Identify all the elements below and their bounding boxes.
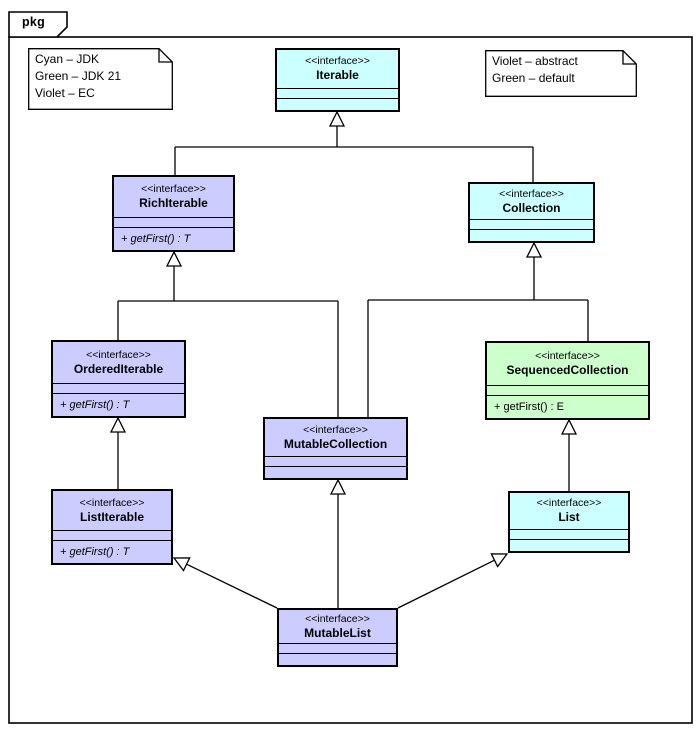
generalization-to-mutablecollection bbox=[329, 478, 347, 608]
attributes-compartment bbox=[279, 643, 396, 653]
legend-note-left: Cyan – JDK Green – JDK 21 Violet – EC bbox=[28, 48, 173, 110]
stereotype-label: <<interface>> bbox=[305, 612, 370, 625]
attributes-compartment bbox=[487, 385, 648, 395]
class-list: <<interface>> List bbox=[508, 491, 630, 553]
class-title: <<interface>> RichIterable bbox=[114, 177, 233, 217]
note-shape bbox=[485, 50, 637, 97]
class-title: <<interface>> Collection bbox=[470, 184, 593, 219]
generalization-to-orderediterable bbox=[109, 416, 127, 489]
method-label: + getFirst() : E bbox=[494, 401, 564, 413]
class-name: MutableCollection bbox=[283, 436, 388, 451]
methods-compartment bbox=[279, 653, 396, 665]
legend-text: Violet – abstract Green – default bbox=[492, 53, 578, 87]
generalization-to-sequencedcollection bbox=[560, 418, 578, 491]
class-sequencedcollection: <<interface>> SequencedCollection + getF… bbox=[485, 341, 650, 420]
stereotype-label: <<interface>> bbox=[141, 183, 206, 196]
methods-compartment bbox=[277, 98, 398, 110]
method-label: + getFirst() : T bbox=[121, 233, 191, 245]
class-title: <<interface>> ListIterable bbox=[53, 491, 171, 530]
class-collection: <<interface>> Collection bbox=[468, 182, 595, 243]
class-name: SequencedCollection bbox=[506, 363, 629, 378]
legend-line: Violet – abstract bbox=[492, 54, 578, 68]
stereotype-label: <<interface>> bbox=[86, 348, 151, 361]
stereotype-label: <<interface>> bbox=[535, 350, 600, 363]
methods-compartment bbox=[470, 229, 593, 241]
generalization-to-collection bbox=[367, 241, 589, 417]
methods-compartment: + getFirst() : T bbox=[114, 227, 233, 250]
stereotype-label: <<interface>> bbox=[79, 496, 145, 509]
class-title: <<interface>> SequencedCollection bbox=[487, 343, 648, 385]
methods-compartment: + getFirst() : T bbox=[53, 393, 184, 416]
stereotype-label: <<interface>> bbox=[536, 497, 602, 510]
generalization-to-iterable bbox=[174, 110, 534, 182]
legend-line: Cyan – JDK bbox=[35, 52, 100, 66]
legend-line: Violet – EC bbox=[35, 86, 95, 100]
attributes-compartment bbox=[114, 217, 233, 227]
package-tab-label: pkg bbox=[22, 15, 46, 29]
generalization-to-listiterable bbox=[172, 557, 278, 609]
class-mutablelist: <<interface>> MutableList bbox=[277, 608, 398, 667]
stereotype-label: <<interface>> bbox=[303, 423, 368, 436]
class-richiterable: <<interface>> RichIterable + getFirst() … bbox=[112, 175, 235, 252]
generalization-to-list bbox=[397, 553, 509, 609]
method-label: + getFirst() : T bbox=[60, 399, 130, 411]
class-orderediterable: <<interface>> OrderedIterable + getFirst… bbox=[51, 340, 186, 418]
stereotype-label: <<interface>> bbox=[305, 55, 370, 68]
class-name: List bbox=[558, 510, 580, 525]
legend-text: Cyan – JDK Green – JDK 21 Violet – EC bbox=[35, 51, 121, 102]
class-name: OrderedIterable bbox=[73, 361, 164, 376]
attributes-compartment bbox=[277, 88, 398, 98]
legend-line: Green – JDK 21 bbox=[35, 69, 122, 83]
class-title: <<interface>> List bbox=[510, 493, 628, 529]
attributes-compartment bbox=[265, 456, 406, 466]
stereotype-label: <<interface>> bbox=[499, 187, 564, 200]
package-frame bbox=[8, 11, 693, 724]
class-iterable: <<interface>> Iterable bbox=[275, 48, 400, 112]
class-name: Collection bbox=[502, 200, 561, 215]
class-title: <<interface>> OrderedIterable bbox=[53, 342, 184, 383]
class-name: ListIterable bbox=[79, 509, 145, 524]
attributes-compartment bbox=[470, 219, 593, 229]
class-name: RichIterable bbox=[139, 196, 208, 211]
class-mutablecollection: <<interface>> MutableCollection bbox=[263, 417, 408, 480]
methods-compartment: + getFirst() : T bbox=[53, 540, 171, 563]
method-label: + getFirst() : T bbox=[60, 546, 130, 558]
methods-compartment: + getFirst() : E bbox=[487, 395, 648, 418]
legend-line: Green – default bbox=[492, 71, 575, 85]
class-listiterable: <<interface>> ListIterable + getFirst() … bbox=[51, 489, 173, 565]
class-title: <<interface>> Iterable bbox=[277, 50, 398, 88]
note-shape bbox=[28, 48, 173, 110]
legend-note-right: Violet – abstract Green – default bbox=[485, 50, 637, 97]
class-name: MutableList bbox=[304, 625, 371, 640]
methods-compartment bbox=[265, 466, 406, 478]
class-name: Iterable bbox=[316, 68, 359, 83]
attributes-compartment bbox=[53, 383, 184, 393]
methods-compartment bbox=[510, 539, 628, 551]
class-title: <<interface>> MutableCollection bbox=[265, 419, 406, 456]
attributes-compartment bbox=[53, 530, 171, 540]
generalization-to-richiterable bbox=[117, 250, 339, 417]
class-title: <<interface>> MutableList bbox=[279, 610, 396, 643]
attributes-compartment bbox=[510, 529, 628, 539]
